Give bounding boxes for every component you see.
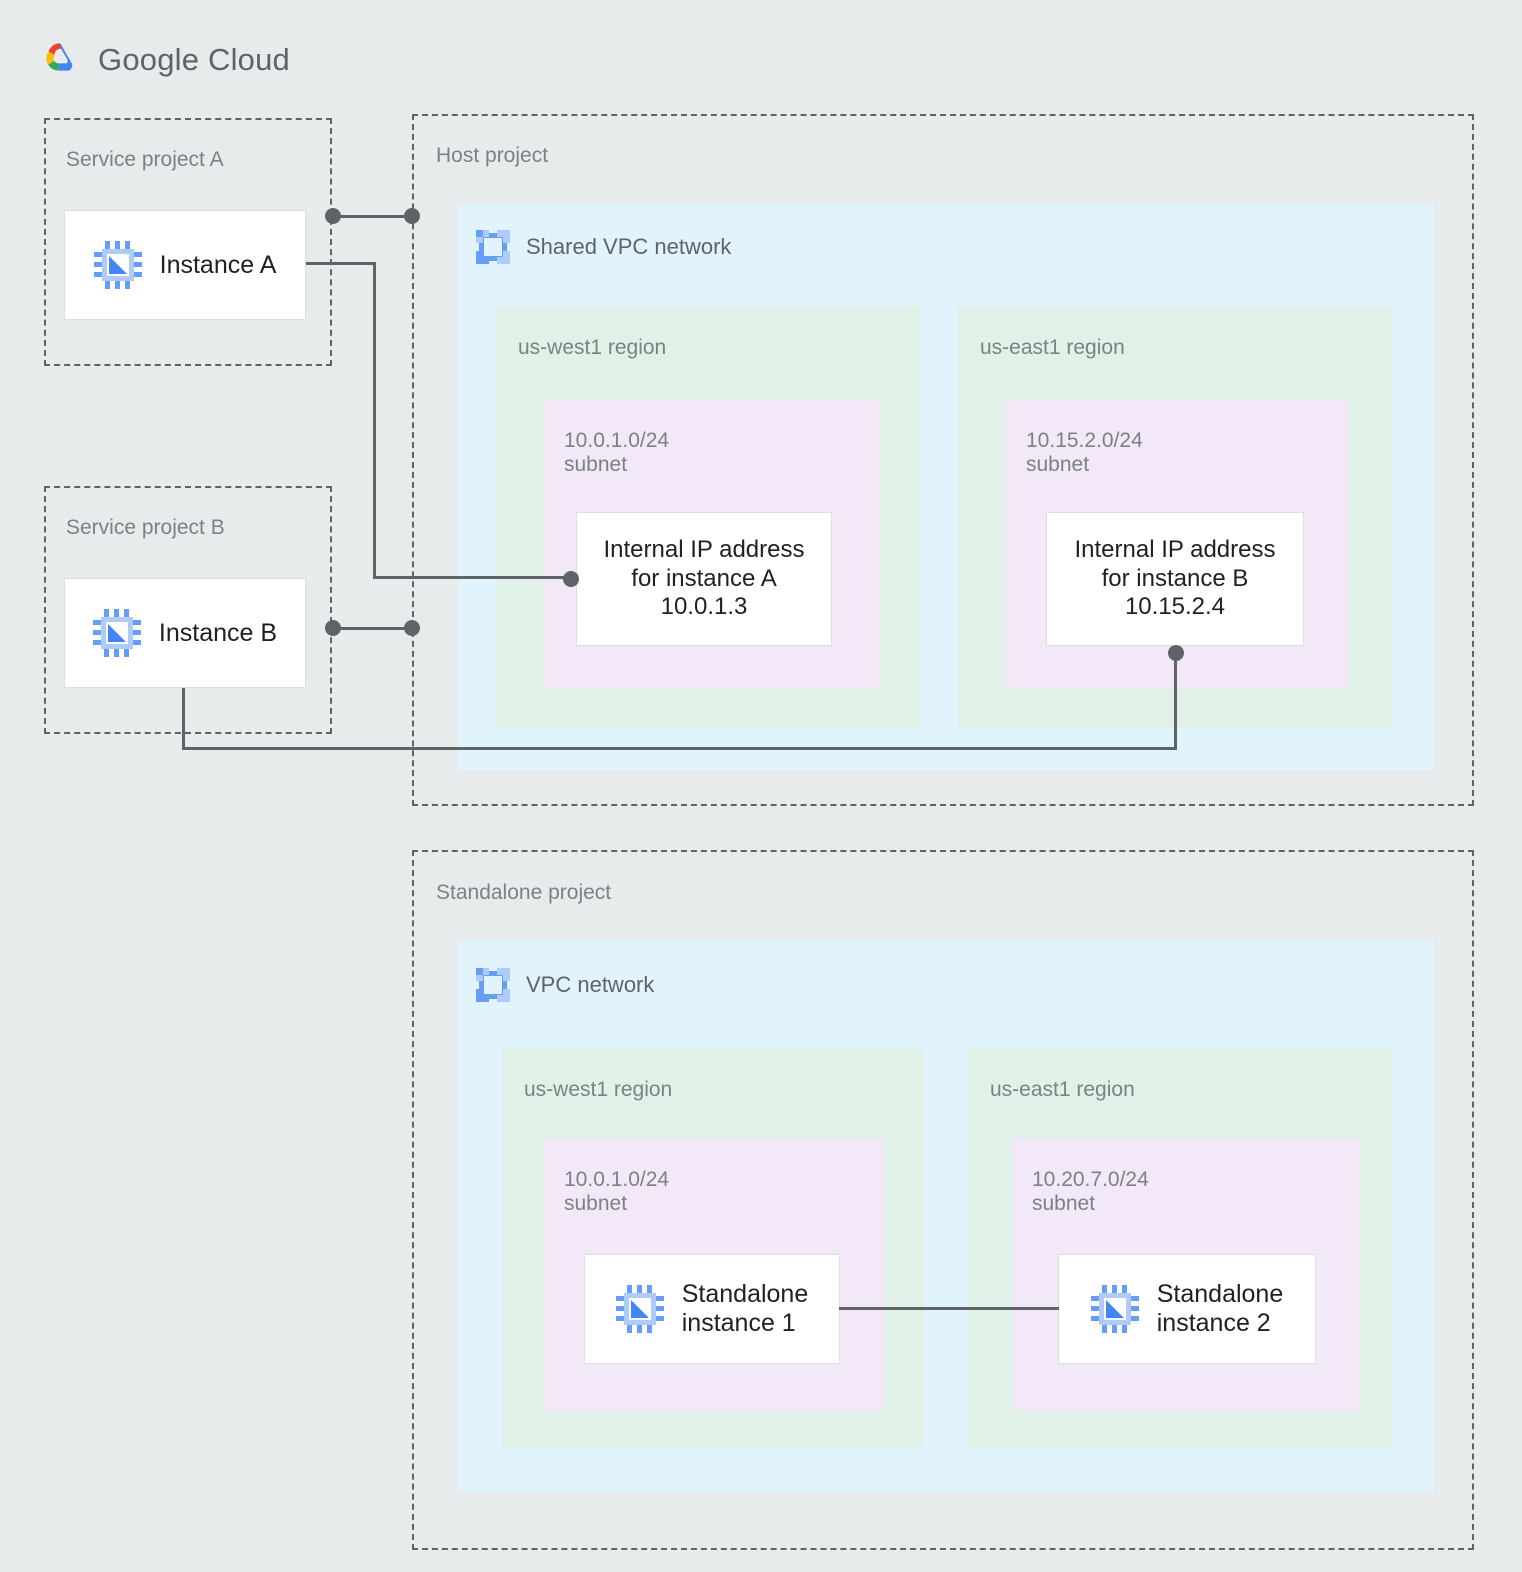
brand-wordmark: Google Cloud: [98, 42, 290, 78]
connector-standalone-1-to-2: [839, 1307, 1059, 1310]
internal-ip-instance-a-text: Internal IP address for instance A 10.0.…: [603, 535, 805, 621]
standalone-subnet-10-20-7-0-label: 10.20.7.0/24 subnet: [1032, 1168, 1149, 1215]
internal-ip-instance-a-card[interactable]: Internal IP address for instance A 10.0.…: [576, 512, 832, 646]
internal-ip-instance-b-card[interactable]: Internal IP address for instance B 10.15…: [1046, 512, 1304, 646]
standalone-region-us-east1-label: us-east1 region: [990, 1078, 1135, 1101]
standalone-instance-2-label: Standalone instance 2: [1156, 1280, 1284, 1337]
google-cloud-logo-icon: [36, 37, 82, 83]
connector-a-seg2: [373, 262, 376, 578]
connector-instance-a-to-host-boundary: [332, 215, 414, 218]
standalone-instance-1-card[interactable]: Standalone instance 1: [584, 1254, 840, 1364]
brand-google: Google: [98, 42, 200, 77]
instance-a-label: Instance A: [159, 250, 277, 279]
vpc-network-icon: [476, 230, 510, 264]
service-project-a-container: [44, 118, 332, 366]
connector-dot-internal-ip-b: [1168, 645, 1184, 661]
host-region-us-east1-label: us-east1 region: [980, 336, 1125, 359]
cpu-chip-icon: [615, 1285, 664, 1333]
google-cloud-brand: Google Cloud: [36, 36, 456, 84]
host-project-container: [412, 114, 1474, 806]
cpu-chip-icon: [1090, 1285, 1139, 1333]
connector-b-seg3: [1174, 652, 1177, 748]
vpc-network-icon: [476, 968, 510, 1002]
connector-a-seg1: [306, 262, 376, 265]
standalone-instance-2-card[interactable]: Standalone instance 2: [1058, 1254, 1316, 1364]
vpc-network-title: VPC network: [526, 972, 655, 997]
brand-cloud: Cloud: [199, 42, 290, 77]
instance-b-label: Instance B: [158, 618, 278, 647]
service-project-b-container: [44, 486, 332, 734]
cpu-chip-icon: [92, 609, 141, 657]
connector-dot-a-right: [404, 208, 420, 224]
service-project-a-label: Service project A: [66, 148, 224, 171]
instance-a-card[interactable]: Instance A: [64, 210, 306, 320]
connector-b-seg1: [182, 688, 185, 750]
connector-dot-internal-ip-a: [563, 571, 579, 587]
standalone-subnet-10-0-1-0-label: 10.0.1.0/24 subnet: [564, 1168, 670, 1215]
connector-instance-b-to-host-boundary: [332, 627, 414, 630]
host-subnet-10-15-2-0-label: 10.15.2.0/24 subnet: [1026, 429, 1143, 476]
host-project-label: Host project: [436, 144, 549, 167]
host-region-us-west1-label: us-west1 region: [518, 336, 667, 359]
connector-dot-b-right: [404, 620, 420, 636]
host-subnet-10-0-1-0-label: 10.0.1.0/24 subnet: [564, 429, 670, 476]
connector-a-seg3: [373, 576, 573, 579]
standalone-project-label: Standalone project: [436, 881, 612, 904]
service-project-b-label: Service project B: [66, 516, 225, 539]
vpc-network-header: VPC network: [476, 968, 654, 1002]
connector-b-seg2: [182, 747, 1177, 750]
shared-vpc-network-header: Shared VPC network: [476, 230, 731, 264]
instance-b-card[interactable]: Instance B: [64, 578, 306, 688]
standalone-instance-1-label: Standalone instance 1: [681, 1280, 809, 1337]
connector-dot-b-left: [325, 620, 341, 636]
cpu-chip-icon: [93, 241, 142, 289]
standalone-region-us-west1-label: us-west1 region: [524, 1078, 673, 1101]
shared-vpc-network-title: Shared VPC network: [526, 234, 732, 259]
connector-dot-a-left: [325, 208, 341, 224]
standalone-project-container: [412, 850, 1474, 1550]
internal-ip-instance-b-text: Internal IP address for instance B 10.15…: [1074, 535, 1276, 621]
